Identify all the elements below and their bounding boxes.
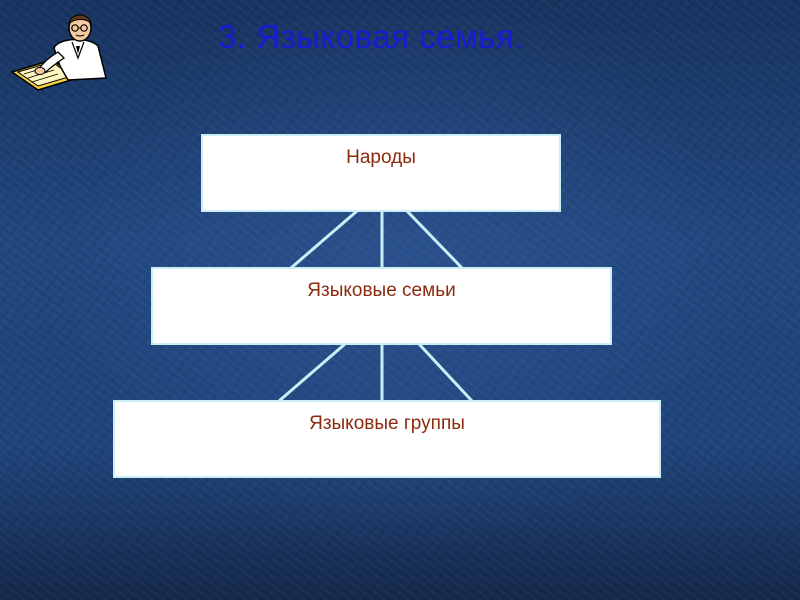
scientist-writing-icon bbox=[10, 14, 107, 91]
hierarchy-box-peoples: Народы bbox=[201, 134, 561, 212]
hierarchy-box-language-families: Языковые семьи bbox=[151, 267, 612, 345]
slide-title: 3. Языковая семья. bbox=[218, 18, 524, 55]
hierarchy-box-language-groups: Языковые группы bbox=[113, 400, 661, 478]
connector-line bbox=[405, 209, 464, 270]
connector-line bbox=[417, 342, 474, 403]
hierarchy-box-label: Языковые семьи bbox=[307, 280, 456, 301]
connector-line bbox=[290, 209, 358, 270]
hierarchy-box-label: Народы bbox=[346, 147, 416, 168]
hierarchy-box-label: Языковые группы bbox=[309, 413, 465, 434]
connector-line bbox=[278, 342, 346, 403]
